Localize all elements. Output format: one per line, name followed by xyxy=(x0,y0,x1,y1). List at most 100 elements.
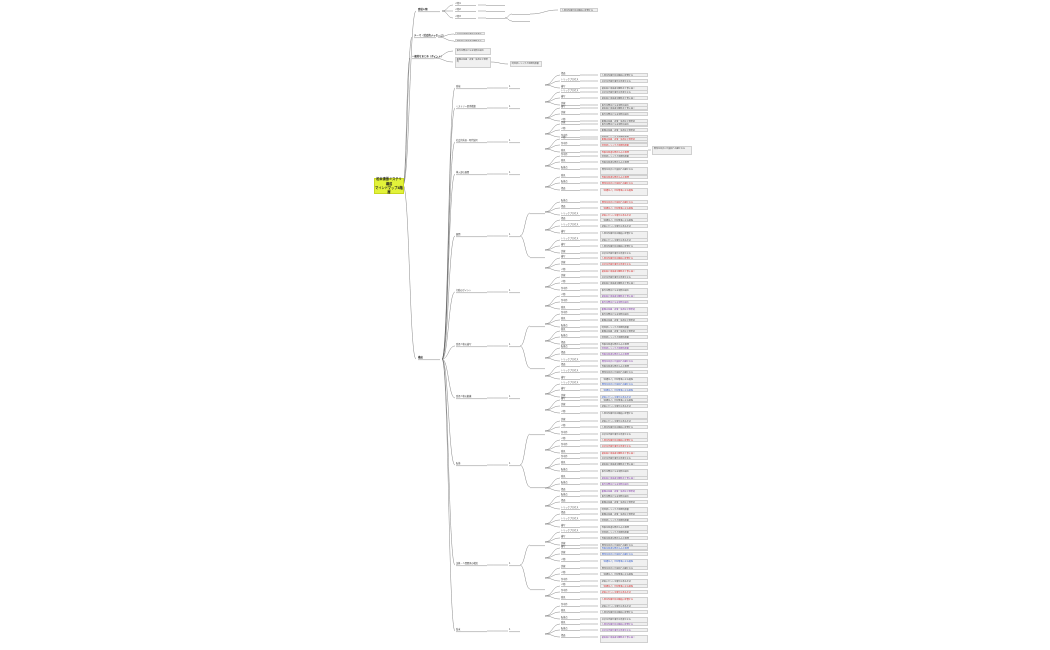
note-box[interactable]: 刑事の地道な聞き込みと推理 xyxy=(600,352,648,356)
level3-node[interactable]: 作中作 xyxy=(561,133,568,137)
level2-node-10[interactable]: 結末 xyxy=(456,627,461,631)
level3-node[interactable]: 作中作 xyxy=(561,298,568,302)
level3-node[interactable]: 場面 xyxy=(561,510,566,514)
level3-node[interactable]: 転換点 xyxy=(561,615,568,619)
level3-node[interactable]: 発見 xyxy=(561,460,566,464)
note-box[interactable]: 刑事の地道な聞き込みと推理 xyxy=(600,160,648,164)
level2-index-3[interactable]: 1 xyxy=(509,170,511,174)
level2-node-1[interactable]: ミステリー要素構築 xyxy=(456,104,476,108)
level3-node[interactable]: 描写 xyxy=(561,534,566,538)
level3-node[interactable]: 発見 xyxy=(561,449,566,453)
note-box[interactable]: 社会の矛盾が事件の背景となる xyxy=(600,456,648,460)
note-box[interactable]: 人物の性格が話の構造に影響する xyxy=(600,425,648,429)
level3-node[interactable]: 人物 xyxy=(561,570,566,574)
note-box[interactable]: 「普通の人」が犯罪者になる過程 xyxy=(600,218,648,222)
note-box[interactable]: 人物の性格が話の構造に影響する xyxy=(600,610,648,614)
level3-node[interactable]: 伏線 xyxy=(561,273,566,277)
level3-node[interactable]: 人物 xyxy=(561,292,566,296)
note-box[interactable]: 動機は金銭・名誉・保身など現実的 xyxy=(600,329,648,333)
note-box[interactable]: 動機は金銭・名誉・保身など現実的 xyxy=(600,500,648,504)
level2-index-7[interactable]: 1 xyxy=(509,394,511,398)
note-box[interactable]: 偶然の出会いが真相への鍵となる xyxy=(600,370,648,374)
note-box[interactable]: 「普通の人」が犯罪者になる過程 xyxy=(600,584,648,588)
level3-node[interactable]: 発見 xyxy=(561,608,566,612)
level1-node-3[interactable]: 構成 xyxy=(418,355,423,359)
level3-node[interactable]: 人物 xyxy=(561,423,566,427)
note-box[interactable]: 人物の性格が話の構造に影響する xyxy=(600,73,648,77)
level3-node[interactable]: 場面 xyxy=(561,487,566,491)
level3-node[interactable]: 作中作 xyxy=(561,602,568,606)
level3-node[interactable]: 発見 xyxy=(561,173,566,177)
level2-node-4[interactable]: 展開 xyxy=(456,232,461,236)
level3-node[interactable]: 伏線 xyxy=(561,101,566,105)
note-box[interactable]: 時刻表トリックと地理的移動 xyxy=(600,335,648,339)
level3-node[interactable]: 人物 xyxy=(561,436,566,440)
note-box[interactable]: 刑事の地道な聞き込みと推理 xyxy=(600,175,648,179)
level3-node[interactable]: トリックプロセス xyxy=(561,528,579,532)
note-box[interactable]: 刑事の地道な聞き込みと推理 xyxy=(600,536,648,540)
level3-node[interactable]: 描写 xyxy=(561,523,566,527)
note-box[interactable]: 偶然の出会いが真相への鍵となる xyxy=(600,566,648,570)
note-box[interactable]: 被害者と加害者の関係を丁寧に描く xyxy=(600,96,648,100)
level3-node[interactable]: 転換点 xyxy=(561,480,568,484)
level3-node[interactable]: 発見 xyxy=(561,158,566,162)
level3-node[interactable]: 作中作 xyxy=(561,454,568,458)
note-box[interactable]: 偶然の出会いが真相への鍵となる xyxy=(652,146,692,155)
note-box[interactable]: 被害者と加害者の関係を丁寧に描く xyxy=(600,635,648,644)
note-box[interactable]: 事件の舞台となる場所の描写 xyxy=(600,300,648,304)
note-box[interactable]: 被害者と加害者の関係を丁寧に描く xyxy=(600,462,648,466)
level2-index-5[interactable]: 1 xyxy=(509,288,511,292)
level3-node[interactable]: 転換点 xyxy=(561,165,568,169)
level2-node-0[interactable]: 発端 xyxy=(456,84,461,88)
level1-node-2[interactable]: 一般的なまとめ（ポイント） xyxy=(412,54,444,58)
level3-node[interactable]: トリックプロセス xyxy=(561,88,579,92)
note-box[interactable]: 事件の舞台となる場所の描写 xyxy=(600,494,648,498)
level3-node[interactable]: 発見 xyxy=(561,148,566,152)
level3-node[interactable]: 転換点 xyxy=(561,179,568,183)
level3-node[interactable]: 発見 xyxy=(561,595,566,599)
level1-node-1[interactable]: テーマ（社会的メッセージ） xyxy=(414,33,446,37)
level3-node[interactable]: 人物 xyxy=(561,126,566,130)
note-box[interactable]: 動機は金銭・名誉・保身など現実的 xyxy=(600,512,648,516)
note-box[interactable]: 動機は金銭・名誉・保身など現実的 xyxy=(600,318,648,322)
level3-node[interactable]: 描写 xyxy=(561,396,566,400)
note-box[interactable]: 社会の矛盾が事件の背景となる xyxy=(600,90,648,94)
level2-node-3[interactable]: 導入部の展開 xyxy=(456,170,470,174)
note-box[interactable]: 事件の舞台となる場所の描写 xyxy=(600,482,648,486)
note-box[interactable]: 事件の舞台となる場所の描写 xyxy=(600,122,648,126)
note-box[interactable]: 刑事の地道な聞き込みと推理 xyxy=(600,546,648,550)
note-box[interactable]: 読者にヒントを散りばめる手法 xyxy=(600,224,648,228)
level3-node[interactable]: トリックプロセス xyxy=(561,222,579,226)
note-box[interactable]: 被害者と加害者の関係を丁寧に描く xyxy=(600,106,648,110)
level3-node[interactable]: 人物 xyxy=(561,582,566,586)
level2-index-4[interactable]: 1 xyxy=(509,232,511,236)
note-box[interactable]: 人物の性格が話の構造に影響する xyxy=(560,8,598,12)
level3-node[interactable]: 人物 xyxy=(561,557,566,561)
level3-node[interactable]: 作中作 xyxy=(561,577,568,581)
level3-node[interactable]: 作中作 xyxy=(561,152,568,156)
note-box[interactable]: 「普通の人」が犯罪者になる過程 xyxy=(600,572,648,576)
level3-node[interactable]: 人物 xyxy=(561,267,566,271)
note-box[interactable]: 時刻表トリックと地理的移動 xyxy=(600,518,648,522)
note-box[interactable]: 時刻表トリックと地理的移動 xyxy=(510,61,542,67)
level3-node[interactable]: 伏線 xyxy=(561,541,566,545)
note-box[interactable]: 「普通の人」が犯罪者になる過程 xyxy=(600,398,648,402)
note-box[interactable]: 動機は金銭・名誉・保身など現実的 xyxy=(600,137,648,141)
level3-node[interactable]: 伏線 xyxy=(561,564,566,568)
note-box[interactable]: 人物の性格が話の構造に影響する xyxy=(600,256,648,260)
note-box[interactable]: 社会の矛盾が事件の背景となる xyxy=(600,79,648,83)
note-box[interactable]: 社会の矛盾が事件の背景となる xyxy=(600,444,648,448)
level3-node[interactable]: 転換点 xyxy=(561,333,568,337)
level3-node[interactable]: 場面 xyxy=(561,216,566,220)
level3-node[interactable]: 描写 xyxy=(561,229,566,233)
note-box[interactable]: 時刻表トリックと地理的移動 xyxy=(600,143,648,147)
level3-node[interactable]: 描写 xyxy=(561,94,566,98)
level3-node[interactable]: 伏線 xyxy=(561,393,566,397)
level3-node[interactable]: 作中作 xyxy=(561,430,568,434)
level3-node[interactable]: トリックプロセス xyxy=(561,380,579,384)
note-box[interactable]: 読者にヒントを散りばめる手法 xyxy=(600,404,648,408)
level3-node[interactable]: 人物 xyxy=(561,279,566,283)
level3-node[interactable]: 転換点 xyxy=(561,344,568,348)
level3-node[interactable]: 作中作 xyxy=(561,442,568,446)
level3-node[interactable]: 場面 xyxy=(561,340,566,344)
